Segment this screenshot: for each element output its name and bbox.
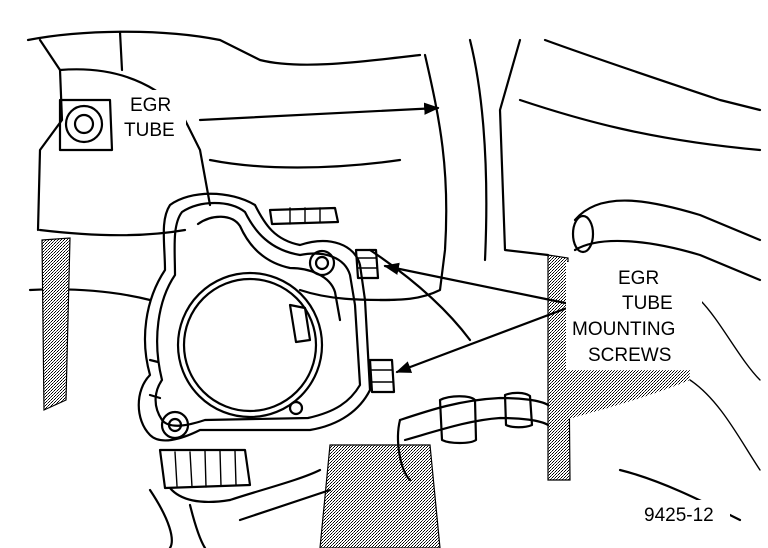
figure-number: 9425-12: [640, 500, 730, 526]
mounting-screws-label: EGR TUBE MOUNTING SCREWS: [566, 262, 702, 370]
mounting-screws-label-line2: TUBE: [622, 293, 673, 314]
egr-tube-flange: [137, 192, 372, 442]
mounting-screw-upper: [354, 248, 380, 280]
mounting-screws-label-line1: EGR: [618, 268, 659, 289]
figure-number-text: 9425-12: [644, 505, 714, 526]
egr-tube-label-line2: TUBE: [124, 120, 175, 141]
lower-fitting: [148, 448, 332, 548]
egr-tube-label: EGR TUBE: [124, 90, 186, 142]
stud: [268, 206, 340, 226]
mounting-screw-lower: [368, 358, 396, 394]
mounting-screws-label-line4: SCREWS: [588, 345, 671, 366]
wire-harness: [396, 391, 550, 482]
egr-tube-label-line1: EGR: [130, 95, 171, 116]
hose: [571, 199, 762, 282]
bolt-head: [58, 98, 114, 152]
mounting-screws-label-line3: MOUNTING: [572, 319, 675, 340]
